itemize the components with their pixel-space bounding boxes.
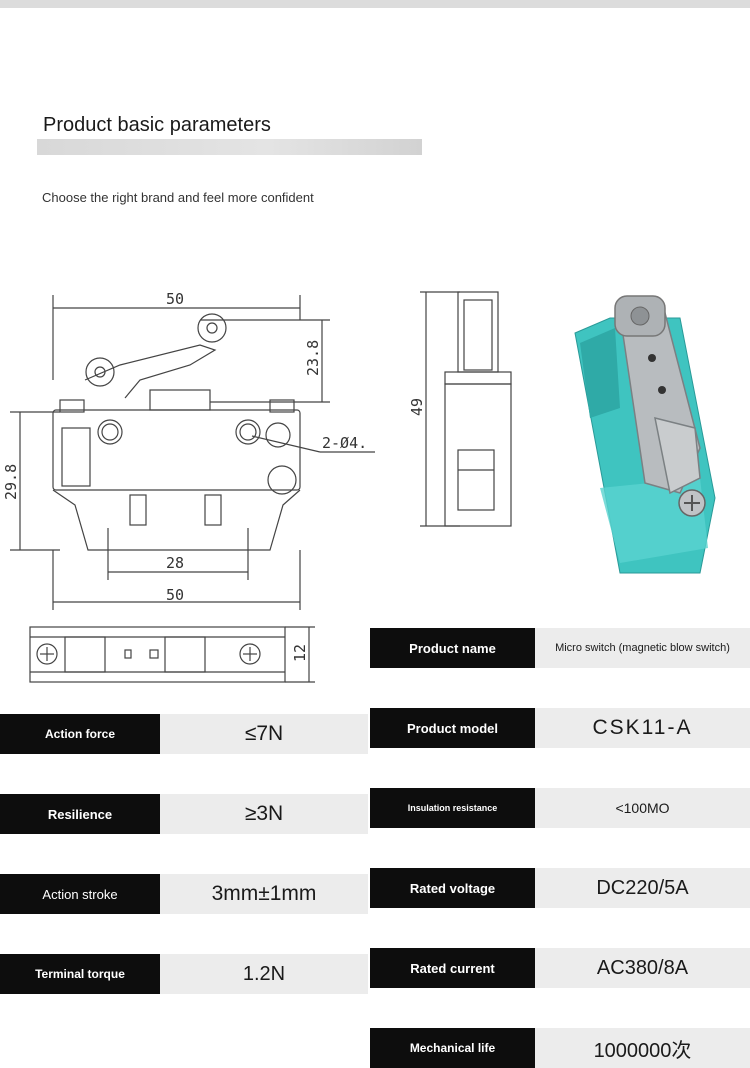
spec-label: Resilience (0, 794, 160, 834)
table-row: Product name Micro switch (magnetic blow… (370, 628, 750, 668)
table-row: Action force ≤7N (0, 714, 368, 754)
spec-value: 1.2N (160, 954, 368, 994)
spec-value: ≥3N (160, 794, 368, 834)
spec-label: Action stroke (0, 874, 160, 914)
dim-side-height: 49 (408, 398, 426, 416)
spec-value: 3mm±1mm (160, 874, 368, 914)
dim-bottom-width: 50 (166, 586, 184, 604)
spec-value: DC220/5A (535, 868, 750, 908)
product-photo (574, 295, 716, 574)
table-row: Terminal torque 1.2N (0, 954, 368, 994)
page-title: Product basic parameters (43, 114, 271, 136)
table-row: Rated current AC380/8A (370, 948, 750, 988)
spec-label: Action force (0, 714, 160, 754)
table-row: Rated voltage DC220/5A (370, 868, 750, 908)
dim-hole-spec: 2-Ø4. (322, 434, 367, 452)
table-row: Product model CSK11-A (370, 708, 750, 748)
dim-top-width: 50 (166, 290, 184, 308)
title-underline (37, 139, 422, 155)
spec-label: Terminal torque (0, 954, 160, 994)
table-row: Resilience ≥3N (0, 794, 368, 834)
spec-value: CSK11-A (535, 708, 750, 748)
spec-table-left: Action force ≤7N Resilience ≥3N Action s… (0, 714, 368, 994)
side-view-drawing: 49 (408, 291, 512, 527)
table-row: Mechanical life 1000000次 (370, 1028, 750, 1068)
table-row: Insulation resistance <100MO (370, 788, 750, 828)
table-row: Action stroke 3mm±1mm (0, 874, 368, 914)
page-subtitle: Choose the right brand and feel more con… (42, 190, 314, 205)
bottom-view-drawing: 12 (29, 626, 315, 683)
spec-value: ≤7N (160, 714, 368, 754)
dim-bottom-depth: 12 (291, 644, 309, 662)
spec-label: Insulation resistance (370, 788, 535, 828)
spec-table-right: Product name Micro switch (magnetic blow… (370, 628, 750, 1068)
spec-label: Rated current (370, 948, 535, 988)
front-view-drawing: 50 23.8 29.8 2-Ø4. 28 50 (2, 290, 375, 610)
spec-value: AC380/8A (535, 948, 750, 988)
spec-label: Product name (370, 628, 535, 668)
spec-value: 1000000次 (535, 1028, 750, 1068)
dim-pin-spacing: 28 (166, 554, 184, 572)
top-bar (0, 0, 750, 8)
spec-label: Mechanical life (370, 1028, 535, 1068)
spec-label: Product model (370, 708, 535, 748)
dim-lever-height: 23.8 (304, 340, 322, 376)
spec-value: Micro switch (magnetic blow switch) (535, 628, 750, 668)
spec-label: Rated voltage (370, 868, 535, 908)
spec-value: <100MO (535, 788, 750, 828)
dim-body-height: 29.8 (2, 464, 20, 500)
